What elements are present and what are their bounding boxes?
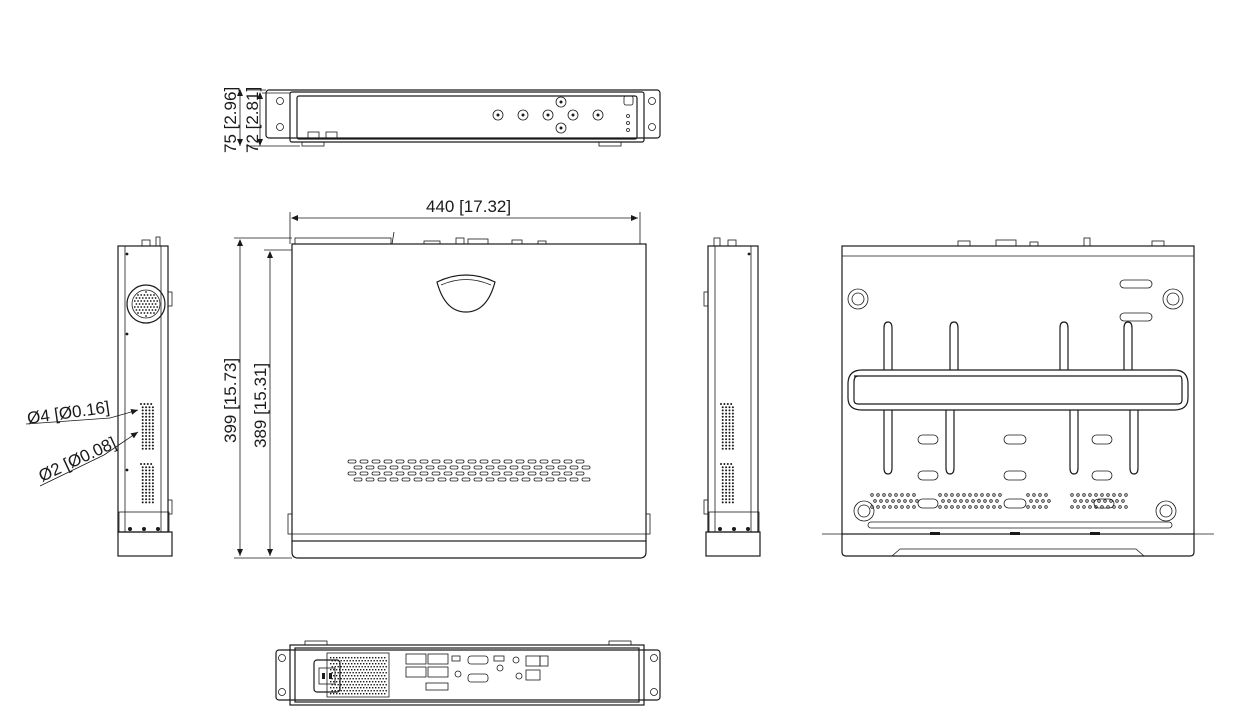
- width-label: 440 [17.32]: [426, 197, 511, 216]
- top-view: [234, 212, 651, 559]
- top-vents: [347, 459, 591, 482]
- depth-body-label: 389 [15.31]: [251, 363, 270, 448]
- vent-hole-large-label: Ø4 [Ø0.16]: [26, 398, 111, 428]
- bottom-vent-dots: [870, 493, 1128, 509]
- front-height-overall-label: 75 [2.96]: [221, 87, 240, 153]
- right-side-vents: [720, 403, 734, 504]
- fan-grille: [133, 291, 159, 317]
- top-handle: [436, 274, 496, 313]
- right-side-view: [703, 237, 761, 557]
- rear-fan-grille: [326, 652, 390, 698]
- front-view: [237, 89, 661, 147]
- depth-overall-label: 399 [15.73]: [221, 358, 240, 443]
- left-side-view: [25, 236, 173, 557]
- alarm-terminals: [405, 653, 449, 691]
- bottom-feet: [847, 288, 1184, 522]
- rear-view: [275, 640, 661, 706]
- front-buttons: [492, 96, 604, 134]
- front-height-body-label: 72 [2.81]: [243, 87, 262, 153]
- vent-hole-small-label: Ø2 [Ø0.08]: [36, 433, 119, 485]
- left-side-vents: [140, 403, 154, 504]
- bottom-slot-pairs: [917, 434, 1115, 509]
- bottom-view: [822, 237, 1214, 557]
